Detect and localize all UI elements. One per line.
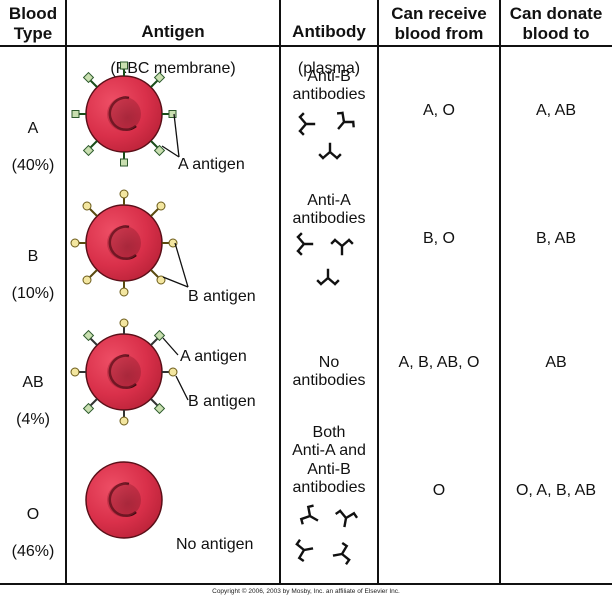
header-can-donate: Can donate blood to (509, 4, 603, 43)
header-antibody: Antibody (plasma) (280, 4, 378, 97)
rbc-o (84, 460, 164, 540)
anti-a-and-anti-b-antibodies-icon (295, 503, 359, 567)
b-antigen-label: B antigen (188, 288, 256, 305)
blood-type-percent: (4%) (16, 411, 50, 429)
a-antigen-label: A antigen (178, 156, 245, 173)
blood-type-label: A (27, 120, 39, 138)
blood-type-b: B (10%) (0, 230, 66, 322)
blood-type-percent: (40%) (11, 157, 55, 175)
antibody-text: Anti-A antibodies (292, 192, 366, 228)
rbc-ab (70, 318, 178, 426)
donate-to: AB (545, 354, 567, 371)
donate-to: O, A, B, AB (515, 482, 597, 499)
receive-from: A, B, AB, O (398, 354, 480, 371)
blood-type-label: AB (22, 374, 44, 392)
donate-to: B, AB (535, 230, 577, 247)
a-antigen-label: A antigen (180, 348, 247, 365)
header-antigen-subtitle: (RBC membrane) (110, 60, 236, 78)
blood-type-percent: (46%) (11, 543, 55, 561)
receive-from: A, O (422, 102, 455, 119)
no-antigen-label: No antigen (176, 536, 254, 553)
blood-type-a: A (40%) (0, 102, 66, 194)
antibody-text: Both Anti-A and Anti-B antibodies (292, 424, 366, 497)
rbc-a (71, 61, 177, 167)
b-antigen-label: B antigen (188, 393, 256, 410)
header-can-receive: Can receive blood from (391, 4, 487, 43)
header-blood-type: Blood Type (8, 4, 58, 43)
receive-from: B, O (422, 230, 455, 247)
donate-to: A, AB (535, 102, 577, 119)
blood-type-ab: AB (4%) (0, 356, 66, 448)
antibody-text: Anti-B antibodies (292, 68, 366, 104)
blood-type-o: O (46%) (0, 488, 66, 580)
blood-type-label: O (26, 506, 40, 524)
copyright: Copyright © 2006, 2003 by Mosby, Inc. an… (212, 588, 400, 595)
header-antigen: Antigen (RBC membrane) (66, 4, 280, 97)
receive-from: O (432, 482, 446, 499)
rbc-b (70, 189, 178, 297)
header-antigen-title: Antigen (141, 22, 205, 42)
anti-a-antibodies-icon (296, 232, 354, 286)
blood-type-percent: (10%) (11, 285, 55, 303)
anti-b-antibodies-icon (298, 109, 357, 160)
antibody-text: No antibodies (292, 354, 366, 390)
header-antibody-subtitle: (plasma) (297, 60, 361, 78)
blood-type-label: B (27, 248, 39, 266)
header-antibody-title: Antibody (292, 22, 366, 42)
